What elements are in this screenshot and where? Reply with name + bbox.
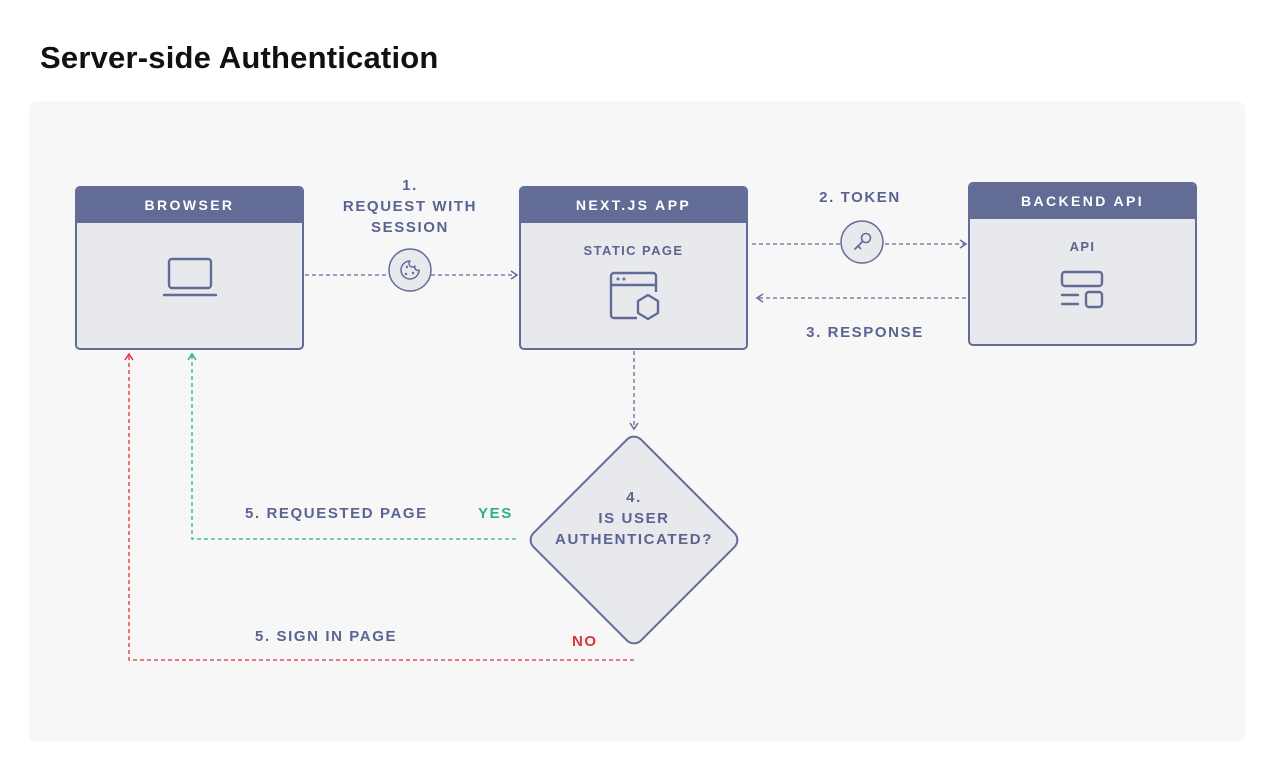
browser-node: BROWSER [75, 186, 304, 350]
api-icon [1060, 270, 1104, 309]
step5-signin-label: 5. SIGN IN PAGE [255, 628, 398, 645]
edge-no [124, 352, 634, 661]
no-label: NO [572, 633, 598, 650]
backend-node: BACKEND API API [968, 182, 1197, 346]
yes-label: YES [478, 505, 513, 522]
connectors [124, 220, 968, 661]
step1-number: 1. [402, 177, 418, 194]
nextjs-node: NEXT.JS APP STATIC PAGE [519, 186, 748, 350]
key-icon [840, 220, 884, 264]
cookie-icon [388, 248, 432, 292]
laptop-icon [163, 257, 217, 297]
browser-node-header: BROWSER [77, 188, 302, 223]
decision-line1: IS USER [598, 510, 670, 527]
step1-text-line2: SESSION [371, 219, 449, 236]
decision-diamond [529, 435, 739, 645]
static-page-label: STATIC PAGE [583, 243, 684, 258]
step1-text-line1: REQUEST WITH [342, 198, 478, 215]
static-page-icon [609, 271, 660, 321]
page-title: Server-side Authentication [40, 40, 439, 75]
nextjs-node-header: NEXT.JS APP [521, 188, 746, 223]
decision-line2: AUTHENTICATED? [555, 531, 713, 548]
step5-requested-label: 5. REQUESTED PAGE [245, 505, 428, 522]
diagram-panel: BROWSER NEXT.JS APP STATIC PAGE BACKEND … [29, 101, 1245, 742]
backend-node-header: BACKEND API [970, 184, 1195, 219]
step2-label: 2. TOKEN [819, 189, 901, 206]
edge-yes [187, 352, 516, 540]
api-label: API [1069, 239, 1096, 254]
decision-text: 4. IS USER AUTHENTICATED? [544, 487, 724, 550]
decision-number: 4. [626, 489, 642, 506]
step1-label: 1. REQUEST WITH SESSION [325, 175, 495, 238]
step3-label: 3. RESPONSE [806, 324, 924, 341]
